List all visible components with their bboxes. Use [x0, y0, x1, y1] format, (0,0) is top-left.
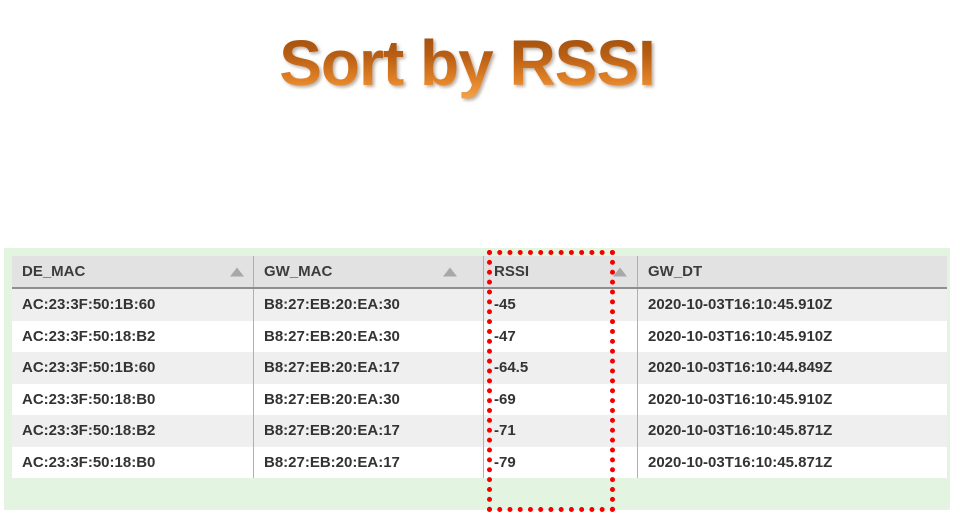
table-cell-gw-mac: B8:27:EB:20:EA:17 — [253, 415, 483, 447]
table-cell-rssi: -64.5 — [483, 352, 637, 384]
table-cell-de-mac: AC:23:3F:50:18:B2 — [22, 327, 156, 345]
table-cell-rssi: -79 — [483, 446, 637, 478]
table-cell-rssi: -47 — [483, 320, 637, 352]
table-row: AC:23:3F:50:18:B0 B8:27:EB:20:EA:30 -69 … — [12, 383, 947, 415]
table-cell-rssi: -69 — [483, 383, 637, 415]
sort-ascending-icon — [443, 267, 457, 276]
table-row: AC:23:3F:50:1B:60 B8:27:EB:20:EA:17 -64.… — [12, 352, 947, 384]
column-header-gw-mac[interactable]: GW_MAC — [253, 256, 483, 287]
table-header-row: DE_MAC GW_MAC RSSI GW_DT — [12, 256, 947, 289]
table-row: AC:23:3F:50:18:B2 B8:27:EB:20:EA:17 -71 … — [12, 415, 947, 447]
column-header-label: GW_DT — [648, 263, 703, 280]
table-cell-gw-mac: B8:27:EB:20:EA:30 — [253, 289, 483, 321]
data-table: DE_MAC GW_MAC RSSI GW_DT AC:23:3F:50:1B:… — [12, 256, 947, 478]
table-row: AC:23:3F:50:18:B0 B8:27:EB:20:EA:17 -79 … — [12, 446, 947, 478]
table-cell-de-mac: AC:23:3F:50:18:B2 — [22, 422, 156, 439]
page-title: Sort by RSSI — [279, 27, 656, 99]
table-cell-gw-mac: B8:27:EB:20:EA:30 — [253, 320, 483, 352]
table-cell-gw-dt: 2020-10-03T16:10:45.910Z — [637, 383, 947, 415]
table-cell-de-mac: AC:23:3F:50:1B:60 — [22, 359, 156, 376]
table-cell-gw-mac: B8:27:EB:20:EA:17 — [253, 352, 483, 384]
sort-ascending-icon — [613, 267, 627, 276]
sort-ascending-icon — [230, 267, 244, 276]
table-cell-gw-dt: 2020-10-03T16:10:45.871Z — [637, 415, 947, 447]
table-cell-rssi: -71 — [483, 415, 637, 447]
table-cell-gw-mac: B8:27:EB:20:EA:30 — [253, 383, 483, 415]
table-cell-de-mac: AC:23:3F:50:1B:60 — [22, 296, 156, 313]
table-cell-gw-dt: 2020-10-03T16:10:44.849Z — [637, 352, 947, 384]
column-header-gw-dt[interactable]: GW_DT — [637, 256, 947, 287]
column-header-label: GW_MAC — [264, 263, 333, 280]
table-cell-gw-dt: 2020-10-03T16:10:45.910Z — [637, 320, 947, 352]
table-row: AC:23:3F:50:1B:60 B8:27:EB:20:EA:30 -45 … — [12, 289, 947, 321]
column-header-de-mac[interactable]: DE_MAC — [12, 256, 253, 287]
table-cell-de-mac: AC:23:3F:50:18:B0 — [22, 453, 156, 471]
table-cell-rssi: -45 — [483, 289, 637, 321]
column-header-label: DE_MAC — [22, 263, 86, 280]
table-cell-gw-dt: 2020-10-03T16:10:45.910Z — [637, 289, 947, 321]
table-row: AC:23:3F:50:18:B2 B8:27:EB:20:EA:30 -47 … — [12, 320, 947, 352]
column-header-label: RSSI — [494, 263, 530, 280]
column-header-rssi[interactable]: RSSI — [483, 256, 637, 287]
table-cell-gw-dt: 2020-10-03T16:10:45.871Z — [637, 446, 947, 478]
table-cell-gw-mac: B8:27:EB:20:EA:17 — [253, 446, 483, 478]
table-cell-de-mac: AC:23:3F:50:18:B0 — [22, 390, 156, 408]
